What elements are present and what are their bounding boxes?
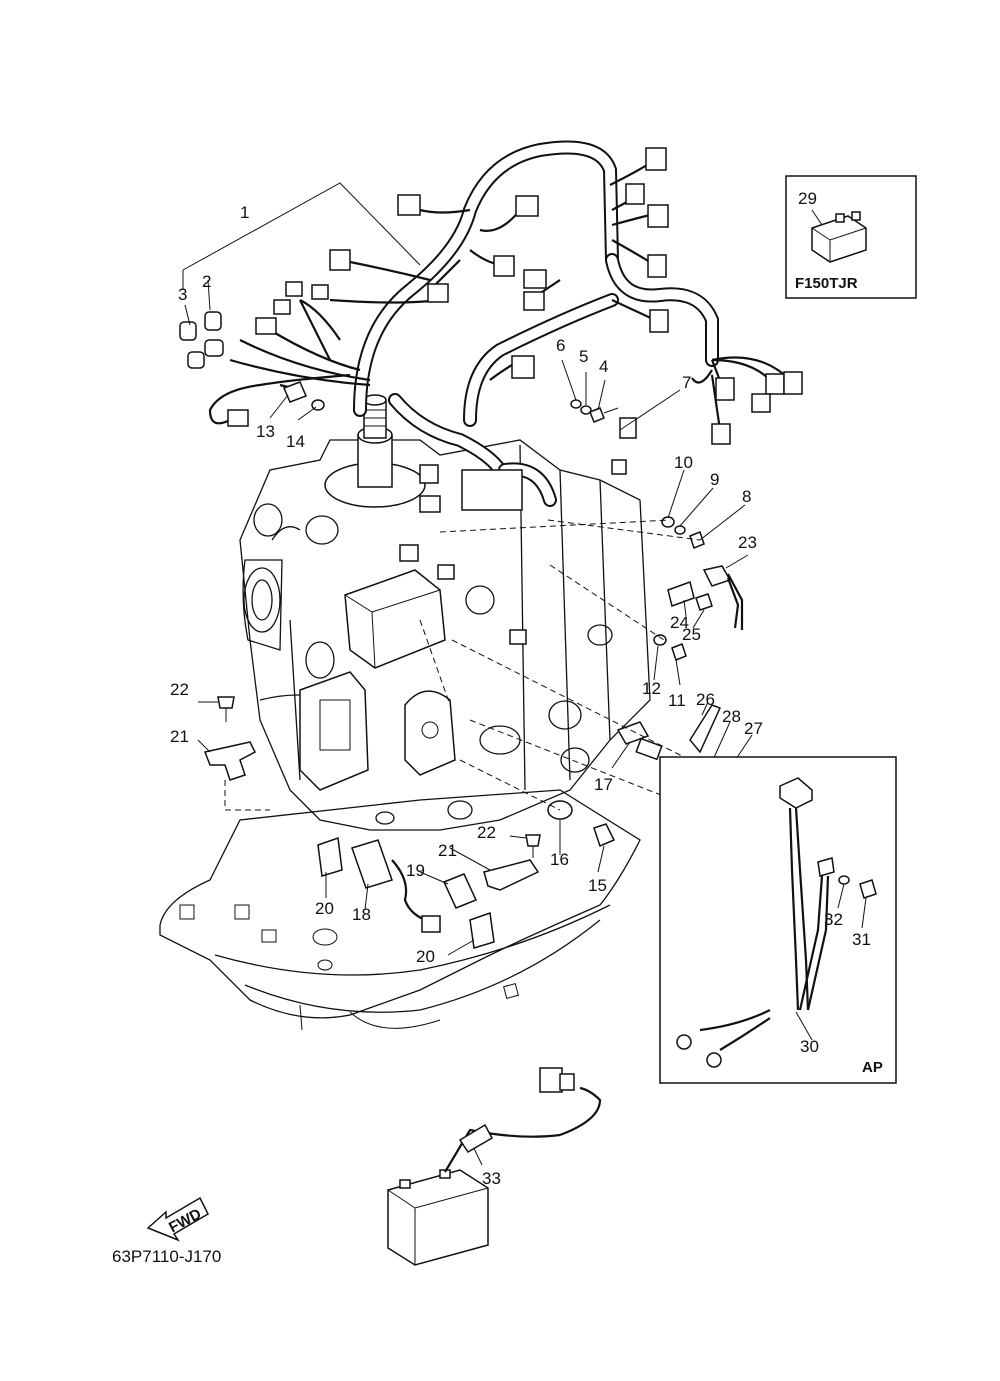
callouts: 1 2 3 4 5 6 7 8 9 10 11 12 13 14 15 16 1… xyxy=(170,203,871,1188)
callout-25: 25 xyxy=(682,625,701,644)
leader-lines xyxy=(182,182,753,1166)
callout-27: 27 xyxy=(744,719,763,738)
callout-14: 14 xyxy=(286,432,305,451)
battery-assembly xyxy=(387,1067,602,1266)
callout-28: 28 xyxy=(722,707,741,726)
callout-1: 1 xyxy=(240,203,249,222)
callout-12: 12 xyxy=(642,679,661,698)
callout-30: 30 xyxy=(800,1037,819,1056)
callout-13: 13 xyxy=(256,422,275,441)
callout-8: 8 xyxy=(742,487,751,506)
callout-5: 5 xyxy=(579,347,588,366)
callout-10: 10 xyxy=(674,453,693,472)
callout-23: 23 xyxy=(738,533,757,552)
inset-model-box: 29 F150TJR xyxy=(785,175,917,299)
fasteners xyxy=(203,399,744,949)
callout-16: 16 xyxy=(550,850,569,869)
callout-20b: 20 xyxy=(416,947,435,966)
fwd-arrow: FWD xyxy=(146,1196,209,1242)
inset-part-number: 29 xyxy=(798,189,817,208)
callout-26: 26 xyxy=(696,690,715,709)
inset-ap-box: AP xyxy=(659,756,897,1084)
callout-17: 17 xyxy=(594,775,613,794)
drawing-code: 63P7110-J170 xyxy=(112,1247,221,1266)
callout-6: 6 xyxy=(556,336,565,355)
callout-21b: 21 xyxy=(438,841,457,860)
callout-21a: 21 xyxy=(170,727,189,746)
callout-9: 9 xyxy=(710,470,719,489)
callout-18: 18 xyxy=(352,905,371,924)
callout-33: 33 xyxy=(482,1169,501,1188)
callout-24: 24 xyxy=(670,613,689,632)
callout-32: 32 xyxy=(824,910,843,929)
callout-11: 11 xyxy=(668,691,686,710)
callout-22b: 22 xyxy=(477,823,496,842)
callout-31: 31 xyxy=(852,930,871,949)
engine-block xyxy=(159,394,651,1031)
callout-4: 4 xyxy=(599,357,608,376)
callout-7: 7 xyxy=(682,373,691,392)
callout-2: 2 xyxy=(202,272,211,291)
wiring-harness xyxy=(179,140,803,645)
callout-3: 3 xyxy=(178,285,187,304)
callout-20a: 20 xyxy=(315,899,334,918)
callout-19: 19 xyxy=(406,861,425,880)
inset-model-label: F150TJR xyxy=(795,275,858,292)
callout-22a: 22 xyxy=(170,680,189,699)
callout-15: 15 xyxy=(588,876,607,895)
ap-label: AP xyxy=(862,1059,883,1076)
